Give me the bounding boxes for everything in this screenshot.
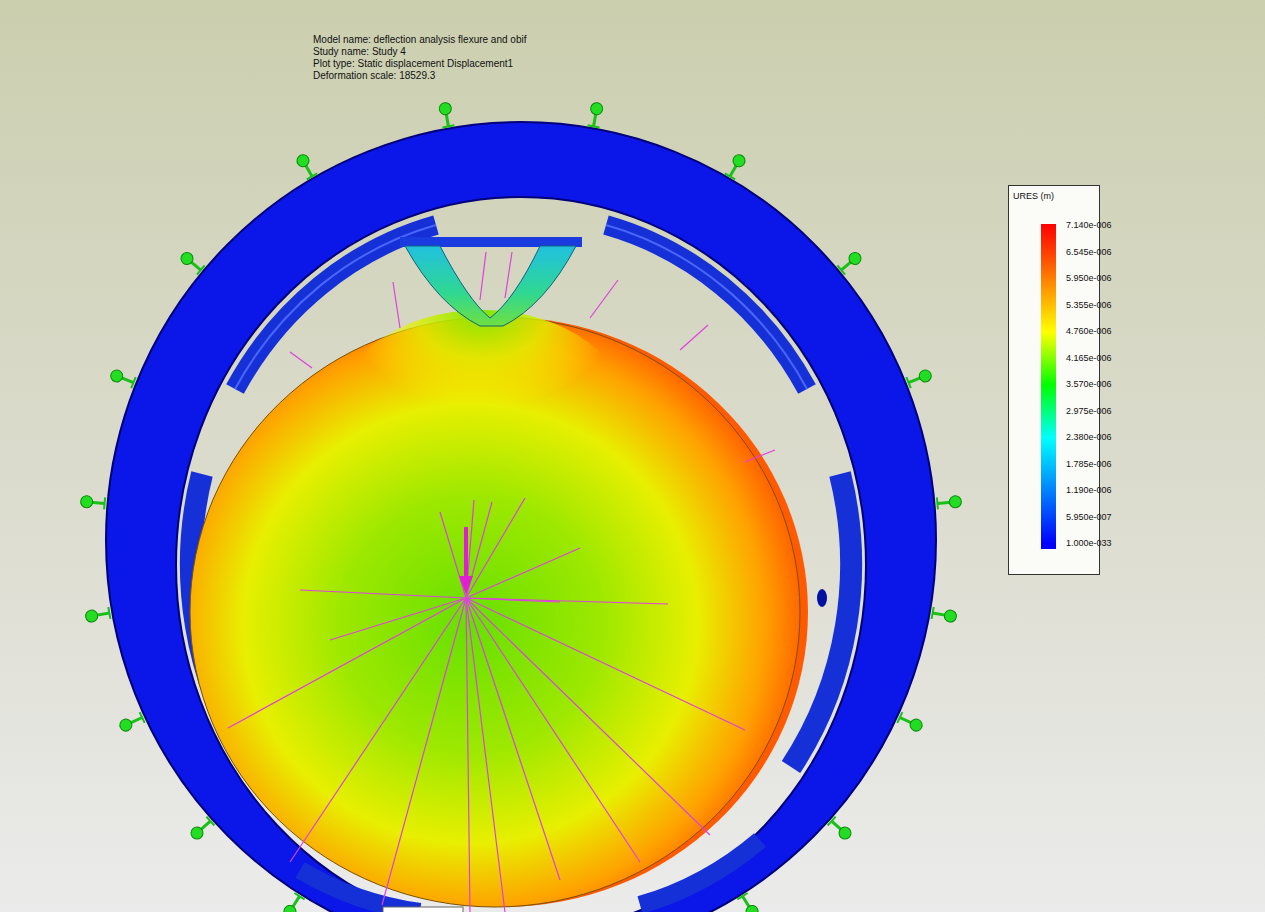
restraint-symbol xyxy=(725,152,747,179)
restraint-symbol xyxy=(737,893,760,912)
color-swatch xyxy=(1041,253,1056,280)
restraint-symbol xyxy=(932,607,958,623)
color-swatch xyxy=(1041,224,1056,253)
legend-value: 1.190e-006 xyxy=(1066,485,1112,496)
restraint-symbol xyxy=(80,495,105,509)
legend-value: 6.545e-006 xyxy=(1066,247,1112,258)
color-swatch xyxy=(1041,279,1056,306)
legend-value: 4.165e-006 xyxy=(1066,353,1112,364)
restraint-symbol xyxy=(109,368,136,388)
restraint-symbol xyxy=(897,712,924,733)
legend-value: 1.000e-033 xyxy=(1066,538,1112,549)
restraint-symbol xyxy=(85,607,111,623)
restraint-symbol xyxy=(118,712,145,733)
restraint-symbol xyxy=(189,817,215,842)
restraint-symbol xyxy=(438,102,454,128)
legend-value: 3.570e-006 xyxy=(1066,379,1112,390)
color-swatch xyxy=(1041,412,1056,439)
restraint-symbol xyxy=(828,817,854,842)
plot-header: Study name: Study 4 xyxy=(313,46,406,58)
restraint-symbol xyxy=(295,152,317,179)
color-swatch xyxy=(1041,359,1056,386)
legend-value: 2.380e-006 xyxy=(1066,432,1112,443)
legend-value: 7.140e-006 xyxy=(1066,220,1112,231)
legend-value: 2.975e-006 xyxy=(1066,406,1112,417)
color-swatch xyxy=(1041,518,1056,545)
color-swatch xyxy=(1041,438,1056,465)
legend-value: 5.355e-006 xyxy=(1066,300,1112,311)
color-swatch xyxy=(1041,491,1056,518)
color-swatch xyxy=(1041,306,1056,333)
restraint-symbol xyxy=(937,495,962,509)
plot-header: Deformation scale: 18529.3 xyxy=(313,70,435,82)
legend-value: 1.785e-006 xyxy=(1066,459,1112,470)
color-swatch xyxy=(1041,465,1056,492)
restraint-symbol xyxy=(179,250,205,275)
color-swatch xyxy=(1041,385,1056,412)
legend-value: 4.760e-006 xyxy=(1066,326,1112,337)
legend-title: URES (m) xyxy=(1013,190,1054,202)
plot-header: Model name: deflection analysis flexure … xyxy=(313,34,526,46)
restraint-symbol xyxy=(837,250,863,275)
restraint-symbol xyxy=(282,893,305,912)
legend-value: 5.950e-007 xyxy=(1066,512,1112,523)
legend-value: 5.950e-006 xyxy=(1066,273,1112,284)
plot-header: Plot type: Static displacement Displacem… xyxy=(313,58,513,70)
restraint-symbol xyxy=(906,368,933,388)
restraint-symbol xyxy=(588,102,604,128)
color-swatch xyxy=(1041,332,1056,359)
color-swatch xyxy=(1041,544,1056,549)
